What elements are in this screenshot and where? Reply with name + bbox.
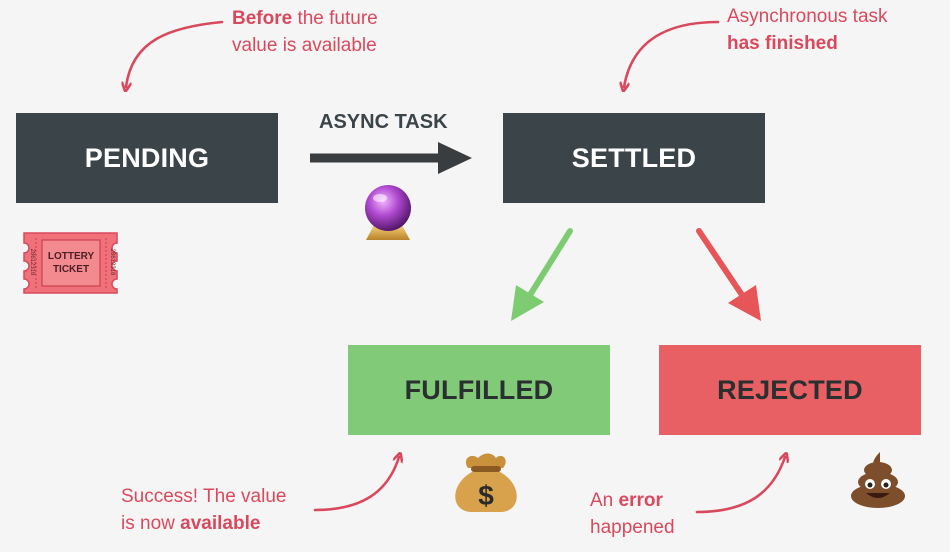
settled-label: SETTLED xyxy=(571,142,697,173)
fulfilled-annotation: Success! The value is now available xyxy=(121,483,286,537)
pending-annotation-line2: value is available xyxy=(232,35,377,56)
fulfilled-annotation-line1: Success! The value xyxy=(121,486,287,507)
settled-annotation: Asynchronous task has finished xyxy=(727,3,888,57)
fulfilled-annotation-line2-pre: is now xyxy=(121,513,181,534)
pending-annotation: Before the future value is available xyxy=(232,5,378,59)
async-task-label: ASYNC TASK xyxy=(319,111,448,133)
ticket-text-line2: TICKET xyxy=(53,264,89,275)
fulfilled-note-arrow xyxy=(313,457,399,512)
rejected-annotation-pre: An xyxy=(590,490,619,511)
pending-state-box: PENDING xyxy=(16,113,278,203)
settled-annotation-line1: Asynchronous task xyxy=(727,6,888,27)
rejected-label: REJECTED xyxy=(717,374,863,405)
ticket-text-line1: LOTTERY xyxy=(48,251,95,262)
settled-note-arrow xyxy=(624,20,720,87)
rejected-annotation-line2: happened xyxy=(590,517,675,538)
pending-note-arrow xyxy=(126,20,224,87)
rejected-state-box: REJECTED xyxy=(659,345,921,435)
fulfilled-label: FULFILLED xyxy=(404,374,554,405)
rejected-arrow xyxy=(696,228,761,321)
ticket-serial-left: 28612318 xyxy=(29,249,35,276)
settled-state-box: SETTLED xyxy=(503,113,765,203)
money-bag-icon: $ xyxy=(455,453,517,512)
pending-annotation-strong: Before xyxy=(232,8,293,29)
fulfilled-state-box: FULFILLED xyxy=(348,345,610,435)
ticket-serial-right: 28612318 xyxy=(109,249,115,276)
rejected-annotation: An error happened xyxy=(590,487,675,541)
rejected-note-arrow xyxy=(695,457,785,514)
svg-text:$: $ xyxy=(478,480,494,511)
pending-label: PENDING xyxy=(84,142,210,173)
crystal-ball-icon xyxy=(365,185,411,240)
fulfilled-arrow xyxy=(511,228,573,321)
fulfilled-annotation-strong: available xyxy=(180,513,261,534)
settled-annotation-strong: has finished xyxy=(727,33,838,54)
rejected-annotation-strong: error xyxy=(618,490,663,511)
poop-icon xyxy=(851,452,905,508)
async-arrow xyxy=(310,142,472,174)
lottery-ticket-icon: LOTTERY TICKET 28612318 28612318 xyxy=(23,232,118,294)
pending-annotation-rest: the future xyxy=(292,8,378,29)
